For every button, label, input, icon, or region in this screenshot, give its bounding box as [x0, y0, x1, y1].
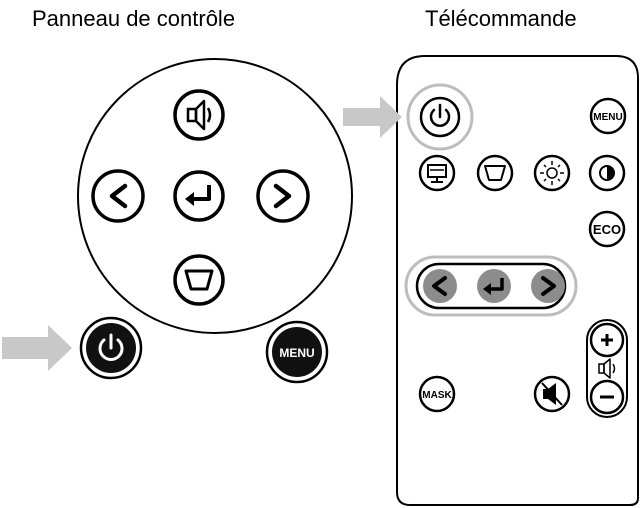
remote-display-button[interactable] — [418, 154, 456, 192]
pointer-arrow-right — [343, 96, 402, 138]
left-arrow-icon — [432, 276, 447, 296]
brightness-icon — [540, 161, 564, 185]
cp-enter-button[interactable] — [173, 170, 225, 222]
remote-eco-button[interactable]: ECO — [588, 210, 626, 248]
remote-menu-button[interactable]: MENU — [589, 97, 627, 135]
remote-title: Télécommande — [425, 6, 577, 31]
remote-right-button[interactable] — [531, 269, 565, 303]
remote-control: MENU — [343, 55, 639, 506]
volume-icon — [598, 358, 616, 379]
remote-mask-button[interactable]: MASK — [418, 375, 456, 413]
remote-volume-rocker — [586, 319, 628, 418]
mask-icon: MASK — [422, 390, 452, 401]
keystone-icon — [184, 269, 214, 291]
volume-down-button[interactable] — [589, 379, 625, 415]
contrast-icon — [599, 165, 615, 181]
power-icon — [98, 333, 124, 361]
mute-icon — [541, 382, 563, 406]
right-arrow-icon — [541, 276, 556, 296]
power-icon — [429, 103, 451, 127]
cp-left-button[interactable] — [91, 169, 145, 223]
right-arrow-icon — [273, 183, 292, 209]
display-icon — [427, 164, 447, 183]
remote-mute-button[interactable] — [533, 375, 571, 413]
cp-keystone-button[interactable] — [173, 254, 225, 306]
remote-left-button[interactable] — [423, 269, 457, 303]
volume-up-button[interactable] — [589, 322, 625, 358]
remote-menu-label: MENU — [593, 112, 622, 123]
cp-menu-label: MENU — [279, 346, 314, 360]
keystone-icon — [484, 165, 506, 181]
remote-keystone-button[interactable] — [476, 154, 514, 192]
enter-icon — [483, 278, 504, 295]
remote-contrast-button[interactable] — [588, 154, 626, 192]
pointer-arrow-left — [2, 325, 72, 371]
eco-icon: ECO — [593, 222, 621, 237]
remote-power-button[interactable] — [406, 83, 474, 151]
volume-icon — [186, 99, 212, 131]
remote-nav-pad — [404, 255, 578, 317]
left-arrow-icon — [109, 183, 128, 209]
cp-right-button[interactable] — [256, 169, 310, 223]
cp-power-button[interactable] — [79, 316, 143, 380]
control-panel: MENU — [2, 58, 353, 384]
cp-volume-button[interactable] — [173, 89, 225, 141]
remote-brightness-button[interactable] — [533, 154, 571, 192]
control-panel-title: Panneau de contrôle — [32, 6, 236, 31]
cp-menu-button[interactable]: MENU — [265, 320, 329, 384]
enter-icon — [185, 185, 211, 206]
remote-enter-button[interactable] — [477, 269, 511, 303]
